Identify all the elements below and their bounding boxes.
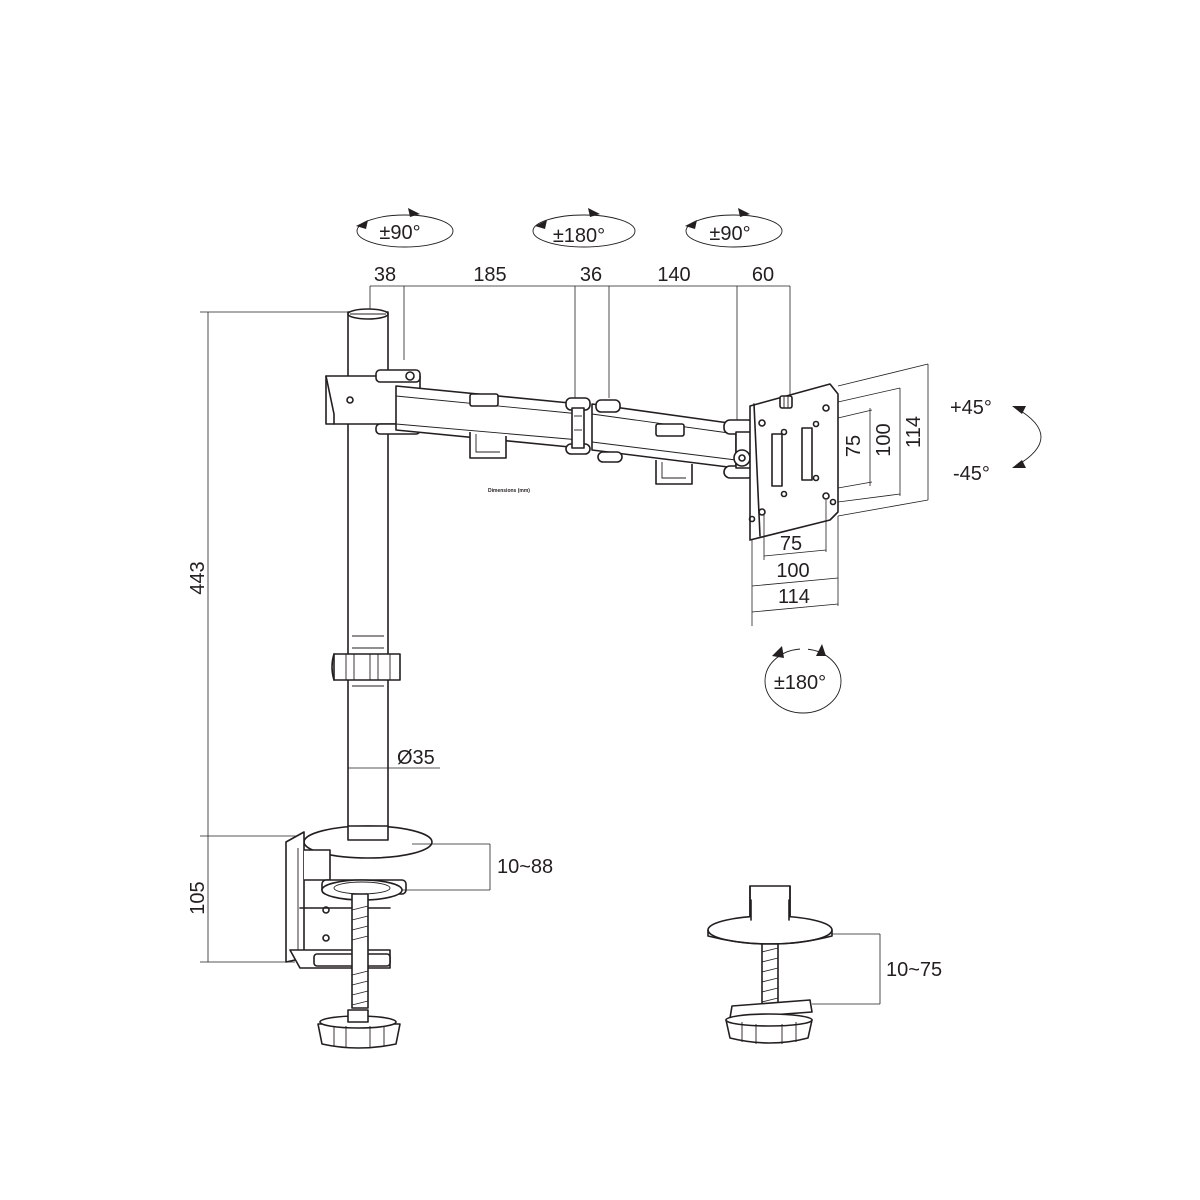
vesa-v-114: 114 <box>903 416 925 448</box>
vesa-h-75: 75 <box>780 533 802 555</box>
vesa-horizontal-dimensions: 75 100 114 <box>751 500 839 626</box>
vesa-h-114: 114 <box>778 586 810 608</box>
rotation-head-indicator: ±90° <box>685 208 783 248</box>
vesa-plate <box>748 383 839 541</box>
pole-height-dimension: 443 <box>187 311 348 837</box>
tilt-indicator: +45° -45° <box>950 397 1042 485</box>
tilt-up-label: +45° <box>950 397 992 419</box>
grommet-range-dimension: 10~75 <box>812 933 942 1005</box>
dimensions-note: Dimensions (mm) <box>488 488 530 494</box>
arm-dimensions: 38 185 36 140 60 <box>369 264 791 425</box>
grommet-mount <box>707 885 833 1044</box>
rotation-arm-label: ±180° <box>553 225 605 247</box>
arm-dim-3: 36 <box>580 264 602 286</box>
clamp-range-dimension: 10~88 <box>402 843 553 891</box>
arm-dim-2: 185 <box>473 264 506 286</box>
rotation-plate-label: ±180° <box>774 672 826 694</box>
grommet-range-label: 10~75 <box>886 959 942 981</box>
clamp-height-label: 105 <box>187 881 209 914</box>
arm-dim-5: 60 <box>752 264 774 286</box>
arm-dim-1: 38 <box>374 264 396 286</box>
arm-dim-4: 140 <box>657 264 690 286</box>
rotation-pole-label: ±90° <box>379 222 420 244</box>
arm-assembly <box>325 369 757 485</box>
vesa-v-100: 100 <box>873 423 895 456</box>
rotation-head-label: ±90° <box>709 223 750 245</box>
rotation-pole-indicator: ±90° <box>356 208 454 248</box>
vesa-h-100: 100 <box>776 560 809 582</box>
vesa-vertical-dimensions: 75 100 114 <box>837 363 929 517</box>
vesa-v-75: 75 <box>843 435 865 457</box>
clamp-height-dimension: 105 <box>187 836 295 963</box>
desk-clamp <box>285 825 433 1049</box>
rotation-plate-indicator: ±180° <box>764 644 842 714</box>
clamp-range-label: 10~88 <box>497 856 553 878</box>
pole-diameter-label: Ø35 <box>397 747 435 769</box>
tilt-down-label: -45° <box>953 463 990 485</box>
pole-height-label: 443 <box>187 561 209 594</box>
rotation-arm-indicator: ±180° <box>532 208 636 248</box>
